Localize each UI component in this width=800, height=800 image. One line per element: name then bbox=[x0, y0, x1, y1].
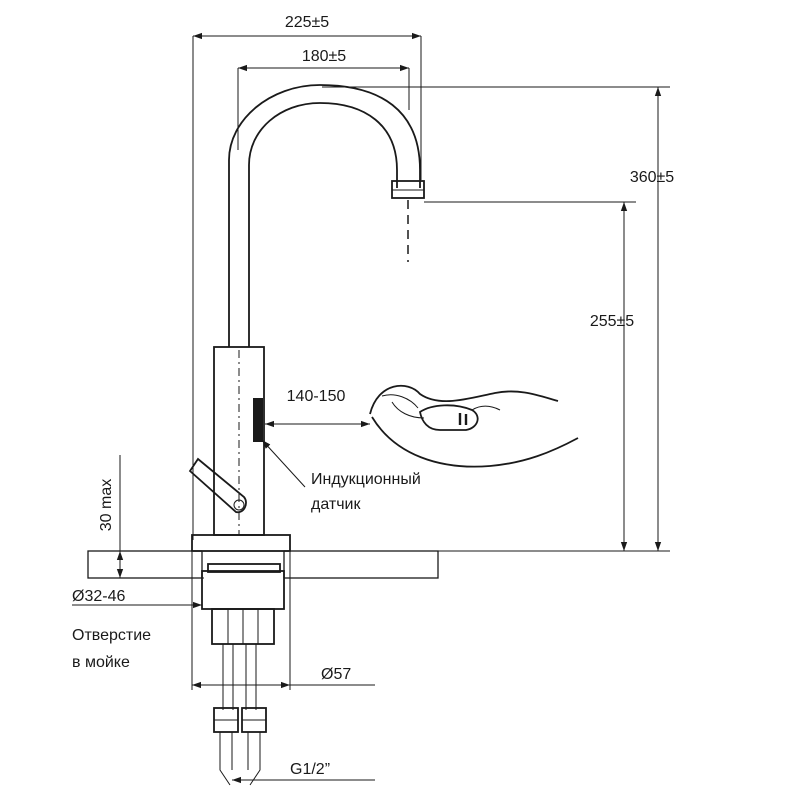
lever-handle bbox=[188, 457, 247, 514]
spout bbox=[228, 84, 421, 347]
overall-reach-label: 225±5 bbox=[285, 14, 329, 31]
sensor-range-label: 140-150 bbox=[287, 388, 346, 405]
supply-hoses bbox=[222, 644, 257, 710]
hole-diameter-label: Ø32-46 bbox=[72, 588, 125, 605]
hand-icon bbox=[369, 384, 579, 468]
hole-label-line2: в мойке bbox=[72, 654, 130, 671]
sensor-label-line1: Индукционный bbox=[311, 471, 421, 488]
total-height-label: 360±5 bbox=[630, 169, 674, 186]
fixing-washer bbox=[207, 563, 281, 573]
sensor-icon bbox=[253, 398, 263, 442]
faucet bbox=[188, 84, 425, 786]
base-flange bbox=[191, 534, 291, 552]
sensor-leader bbox=[261, 439, 306, 488]
sensor-label-line2: датчик bbox=[311, 496, 361, 513]
hole-label-line1: Отверстие bbox=[72, 627, 151, 644]
base-diameter-label: Ø57 bbox=[321, 666, 351, 683]
spout-reach-label: 180±5 bbox=[302, 48, 346, 65]
thread-label: G1/2” bbox=[290, 761, 330, 778]
spout-height-label: 255±5 bbox=[590, 313, 634, 330]
labels: 225±5 180±5 360±5 255±5 140-150 Индукцио… bbox=[72, 14, 674, 778]
countertop-max-label: 30 max bbox=[98, 479, 115, 531]
dimension-lines bbox=[72, 32, 670, 784]
